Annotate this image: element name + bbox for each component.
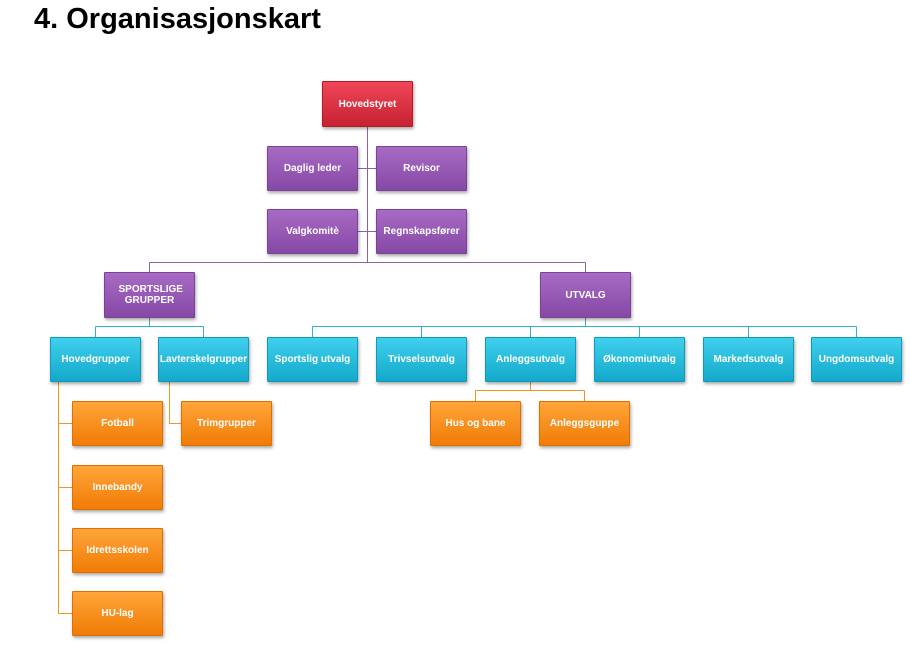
idrettsskolen-label: Idrettsskolen	[86, 545, 149, 556]
trimgrupper-box: Trimgrupper	[181, 401, 272, 446]
okonomiutvalg-box: Økonomiutvalg	[594, 337, 685, 382]
fotball-label: Fotball	[101, 418, 134, 429]
anleggsutvalg-label: Anleggsutvalg	[496, 354, 565, 365]
lavterskelgrupper-label: Lavterskelgrupper	[159, 354, 248, 365]
revisor-label: Revisor	[403, 163, 440, 174]
daglig-leder-label: Daglig leder	[283, 163, 342, 174]
valgkomite-box: Valgkomitè	[267, 209, 358, 254]
regnskapsforer-box: Regnskapsfører	[376, 209, 467, 254]
valgkomite-label: Valgkomitè	[286, 226, 339, 237]
utvalg-label: UTVALG	[565, 289, 606, 301]
hovedgrupper-label: Hovedgrupper	[61, 354, 130, 365]
trimgrupper-label: Trimgrupper	[197, 418, 256, 429]
page-title: 4. Organisasjonskart	[34, 3, 321, 35]
anleggsguppe-label: Anleggsguppe	[549, 418, 620, 429]
hu-lag-label: HU-lag	[101, 608, 134, 619]
hus-og-bane-box: Hus og bane	[430, 401, 521, 446]
regnskapsforer-label: Regnskapsfører	[383, 226, 460, 237]
hovedgrupper-box: Hovedgrupper	[50, 337, 141, 382]
sportslige-grupper-label: SPORTSLIGE GRUPPER	[118, 284, 183, 306]
anleggsguppe-box: Anleggsguppe	[539, 401, 630, 446]
anleggsutvalg-box: Anleggsutvalg	[485, 337, 576, 382]
sportslige-grupper-box: SPORTSLIGE GRUPPER	[104, 272, 195, 318]
idrettsskolen-box: Idrettsskolen	[72, 528, 163, 573]
hu-lag-box: HU-lag	[72, 591, 163, 636]
ungdomsutvalg-label: Ungdomsutvalg	[818, 354, 895, 365]
hovedstyret-label: Hovedstyret	[338, 98, 397, 110]
trivselsutvalg-label: Trivselsutvalg	[388, 354, 455, 365]
innebandy-box: Innebandy	[72, 465, 163, 510]
ungdomsutvalg-box: Ungdomsutvalg	[811, 337, 902, 382]
innebandy-label: Innebandy	[92, 482, 143, 493]
hus-og-bane-label: Hus og bane	[445, 418, 506, 429]
markedsutvalg-label: Markedsutvalg	[713, 354, 784, 365]
lavterskelgrupper-box: Lavterskelgrupper	[158, 337, 249, 382]
daglig-leder-box: Daglig leder	[267, 146, 358, 191]
trivselsutvalg-box: Trivselsutvalg	[376, 337, 467, 382]
hovedstyret-box: Hovedstyret	[322, 81, 413, 127]
fotball-box: Fotball	[72, 401, 163, 446]
utvalg-box: UTVALG	[540, 272, 631, 318]
revisor-box: Revisor	[376, 146, 467, 191]
markedsutvalg-box: Markedsutvalg	[703, 337, 794, 382]
sportslig-utvalg-box: Sportslig utvalg	[267, 337, 358, 382]
sportslig-utvalg-label: Sportslig utvalg	[274, 354, 351, 365]
okonomiutvalg-label: Økonomiutvalg	[603, 354, 676, 365]
